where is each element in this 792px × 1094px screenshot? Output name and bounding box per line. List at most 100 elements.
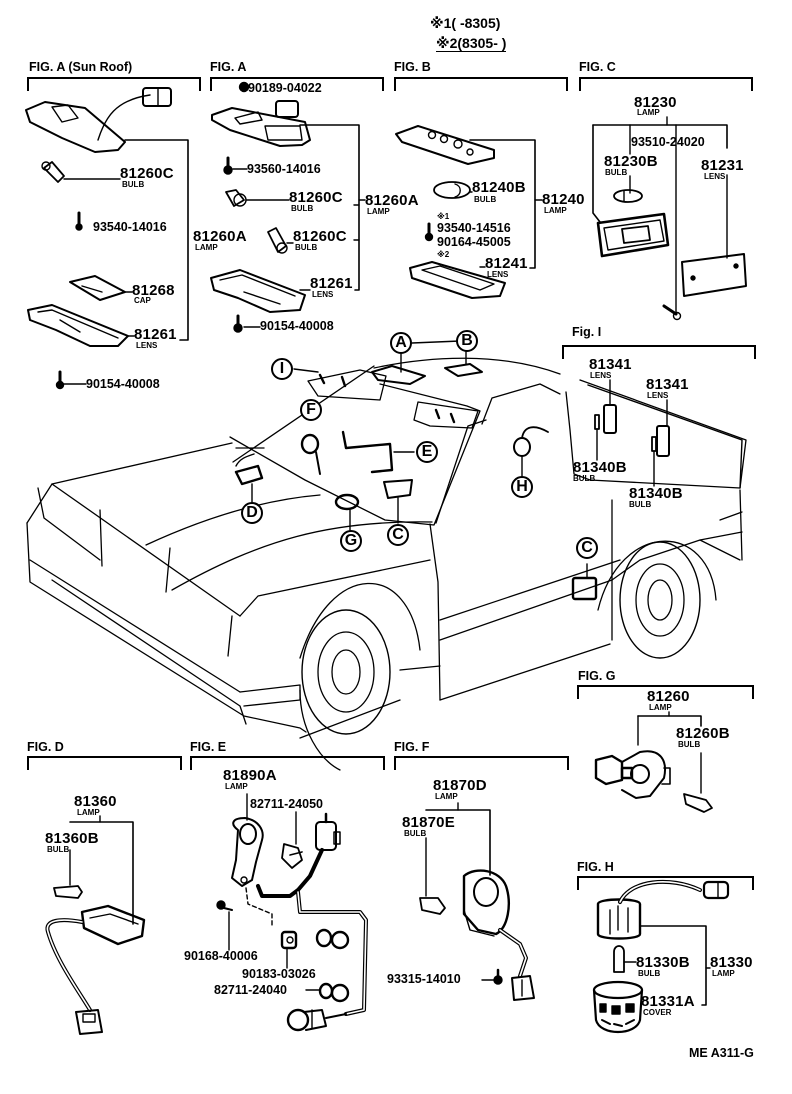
screw-icon [662,304,682,321]
part-81330B[interactable]: 81330B [636,954,690,971]
console-lamp-assembly [462,869,535,1001]
car-body [26,357,747,771]
fig-c-bracket [579,77,753,91]
fig-h-bracket [577,876,754,890]
fig-g-bracket [577,685,754,699]
screw-icon [216,900,233,911]
callout-f[interactable]: F [300,399,322,421]
part-93540-14016[interactable]: 93540-14016 [93,220,167,234]
fig-d-title: FIG. D [27,740,64,754]
part-desc: BULB [629,500,652,509]
part-81260A[interactable]: 81260A [365,192,419,209]
part-81260C[interactable]: 81260C [293,228,347,245]
part-81870D[interactable]: 81870D [433,777,487,794]
bulb-icon [419,897,446,915]
fig-g-title: FIG. G [578,669,616,683]
fig-d-bracket [27,756,182,770]
part-81260B[interactable]: 81260B [676,725,730,742]
part-90154-40008[interactable]: 90154-40008 [260,319,334,333]
fig-e-bracket [190,756,385,770]
fig-c-title: FIG. C [579,60,616,74]
callout-i[interactable]: I [271,358,293,380]
bulb-icon [433,181,471,199]
door-courtesy-on-car [383,479,413,524]
part-81231[interactable]: 81231 [701,157,744,174]
part-90168-40006[interactable]: 90168-40006 [184,949,258,963]
callout-b[interactable]: B [456,330,478,352]
part-81360[interactable]: 81360 [74,793,117,810]
part-81268[interactable]: 81268 [132,282,175,299]
callout-g[interactable]: G [340,530,362,552]
part-81261[interactable]: 81261 [310,275,353,292]
callout-c-dash[interactable]: C [387,524,409,546]
fig-i-title: Fig. I [572,325,602,339]
part-desc: BULB [295,243,318,252]
part-90154-40008[interactable]: 90154-40008 [86,377,160,391]
part-81870E[interactable]: 81870E [402,814,455,831]
part-81260C[interactable]: 81260C [120,165,174,182]
part-81260A[interactable]: 81260A [193,228,247,245]
part-93510-24020[interactable]: 93510-24020 [631,135,705,149]
callout-e[interactable]: E [416,441,438,463]
callout-c-side[interactable]: C [576,537,598,559]
part-desc: LAMP [637,108,660,117]
part-81360B[interactable]: 81360B [45,830,99,847]
part-desc: LENS [647,391,669,400]
clip-icon [280,930,298,950]
part-90183-03026[interactable]: 90183-03026 [242,967,316,981]
part-93560-14016[interactable]: 93560-14016 [247,162,321,176]
screw-icon [55,370,65,390]
part-desc: LAMP [225,782,248,791]
part-81341[interactable]: 81341 [589,356,632,373]
part-81890A[interactable]: 81890A [223,767,277,784]
part-90164-45005[interactable]: 90164-45005 [437,235,511,249]
part-81240B[interactable]: 81240B [472,179,526,196]
part-81260C[interactable]: 81260C [289,189,343,206]
callout-a[interactable]: A [390,332,412,354]
part-desc: BULB [122,180,145,189]
part-81240[interactable]: 81240 [542,191,585,208]
part-81241[interactable]: 81241 [485,255,528,272]
screw-icon [493,968,503,985]
hood-lamp-assembly [45,904,146,1035]
fig-b-bracket [394,77,568,91]
cap-icon [69,275,126,301]
part-81230[interactable]: 81230 [634,94,677,111]
part-81260[interactable]: 81260 [647,688,690,705]
version-note-1: ※1( -8305) [430,15,501,31]
vanity-lamp-on-car [513,426,549,477]
diagram-code: ME A311-G [689,1046,754,1060]
part-90189-04022[interactable]: 90189-04022 [248,81,322,95]
part-81340B[interactable]: 81340B [629,485,683,502]
part-81340B[interactable]: 81340B [573,459,627,476]
part-82711-24050[interactable]: 82711-24050 [250,797,323,811]
part-desc: LENS [487,270,509,279]
ignition-lamp-on-car [300,433,321,475]
part-93540-14516[interactable]: 93540-14516 [437,221,511,235]
cargo-lamp-on-car [444,351,483,377]
bulb-socket-icon [281,843,303,869]
lens-icon [27,304,129,347]
screw-icon [424,222,434,242]
fig-i-bracket [562,345,756,359]
part-81230B[interactable]: 81230B [604,153,658,170]
part-81341[interactable]: 81341 [646,376,689,393]
part-desc: BULB [605,168,628,177]
part-82711-24040[interactable]: 82711-24040 [214,983,287,997]
bulb-icon [41,161,65,183]
callout-h[interactable]: H [511,476,533,498]
part-93315-14010[interactable]: 93315-14010 [387,972,461,986]
part-desc: BULB [404,829,427,838]
part-desc: CAP [134,296,151,305]
part-desc: LAMP [195,243,218,252]
part-81331A[interactable]: 81331A [641,993,695,1010]
part-desc: BULB [47,845,70,854]
part-81261[interactable]: 81261 [134,326,177,343]
fig-f-bracket [394,756,569,770]
part-desc: LENS [704,172,726,181]
part-desc: COVER [643,1008,672,1017]
part-81330[interactable]: 81330 [710,954,753,971]
callout-d[interactable]: D [241,502,263,524]
vanity-lamp-assembly [596,879,730,940]
fig-f-title: FIG. F [394,740,430,754]
